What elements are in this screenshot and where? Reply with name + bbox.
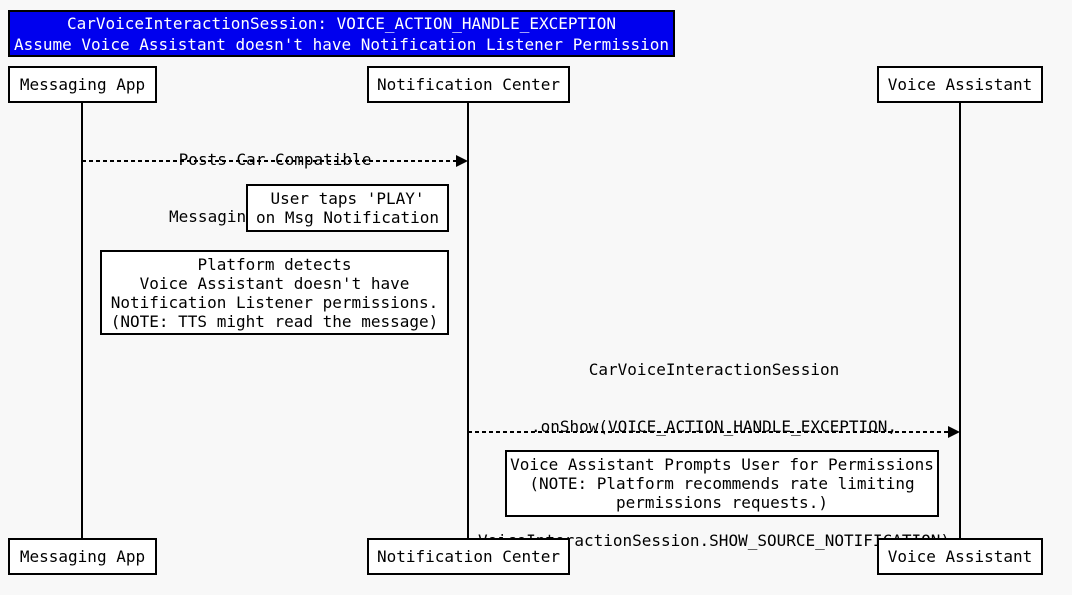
actor-top-voice-assistant: Voice Assistant — [877, 66, 1043, 103]
actor-bottom-messaging-app: Messaging App — [8, 538, 157, 575]
message-1-arrow-line — [82, 160, 456, 162]
diagram-title-line-1: CarVoiceInteractionSession: VOICE_ACTION… — [66, 13, 617, 33]
message-1-arrowhead-icon — [456, 155, 468, 167]
actor-label: Notification Center — [376, 547, 561, 566]
note-line: (NOTE: TTS might read the message) — [110, 311, 439, 331]
note-line: Voice Assistant doesn't have — [139, 273, 410, 293]
lifeline-notification-center — [467, 103, 469, 538]
note-platform-detects: Platform detects Voice Assistant doesn't… — [100, 250, 449, 335]
lifeline-messaging-app — [81, 103, 83, 538]
note-line: Platform detects — [197, 254, 352, 274]
actor-label: Messaging App — [19, 75, 146, 94]
message-2-label-line-4: VoiceInteractionSession.SHOW_SOURCE_NOTI… — [477, 531, 950, 550]
diagram-title-box: CarVoiceInteractionSession: VOICE_ACTION… — [8, 10, 675, 57]
note-line: Voice Assistant Prompts User for Permiss… — [510, 455, 934, 474]
actor-label: Voice Assistant — [887, 547, 1033, 566]
message-2-arrow-line — [468, 431, 948, 433]
note-voice-assistant-prompts: Voice Assistant Prompts User for Permiss… — [505, 450, 939, 517]
actor-bottom-voice-assistant: Voice Assistant — [877, 538, 1043, 575]
actor-top-notification-center: Notification Center — [367, 66, 570, 103]
actor-top-messaging-app: Messaging App — [8, 66, 157, 103]
note-user-taps-play: User taps 'PLAY' on Msg Notification — [246, 184, 449, 232]
note-line: on Msg Notification — [255, 208, 440, 227]
message-2-label-line-2: .onShow(VOICE_ACTION_HANDLE_EXCEPTION, — [530, 417, 898, 436]
actor-label: Notification Center — [376, 75, 561, 94]
actor-label: Voice Assistant — [887, 75, 1033, 94]
note-line: (NOTE: Platform recommends rate limiting — [529, 474, 915, 493]
actor-bottom-notification-center: Notification Center — [367, 538, 570, 575]
note-line: User taps 'PLAY' — [270, 189, 425, 208]
message-2-label-line-1: CarVoiceInteractionSession — [588, 360, 840, 379]
message-2-arrowhead-icon — [948, 426, 960, 438]
note-line: permissions requests.) — [616, 493, 828, 512]
lifeline-voice-assistant — [959, 103, 961, 538]
actor-label: Messaging App — [19, 547, 146, 566]
message-1-label-line-1: Posts Car Compatible — [82, 150, 468, 169]
diagram-title-line-2: Assume Voice Assistant doesn't have Noti… — [13, 34, 670, 54]
note-line: Notification Listener permissions. — [110, 292, 439, 312]
